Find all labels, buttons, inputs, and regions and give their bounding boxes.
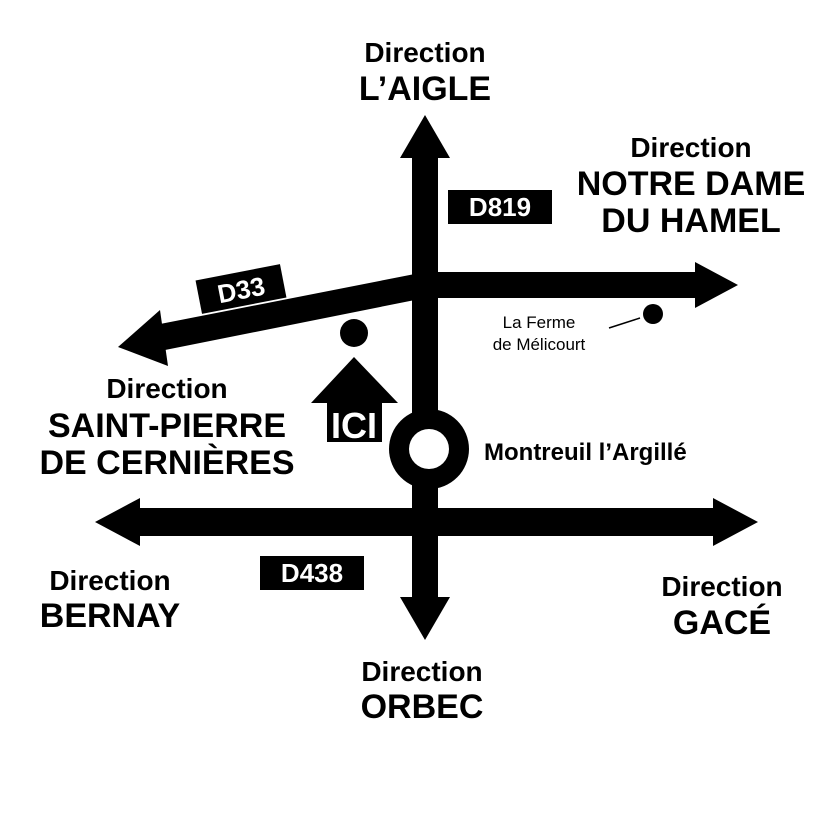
road-d33 xyxy=(118,272,425,366)
direction-west-line1: Direction xyxy=(106,373,227,404)
direction-south-line1: Direction xyxy=(361,656,482,687)
direction-south: Direction ORBEC xyxy=(361,656,484,726)
direction-northeast-line3: DU HAMEL xyxy=(601,202,780,240)
direction-north-line2: L’AIGLE xyxy=(359,70,491,108)
house-roof-icon xyxy=(311,357,398,403)
direction-west-line3: DE CERNIÈRES xyxy=(39,444,294,482)
ici-marker: ICI xyxy=(311,319,398,446)
road-label-d819-text: D819 xyxy=(469,192,531,222)
arrow-east-lower-icon xyxy=(713,498,758,546)
direction-northeast-line2: NOTRE DAME xyxy=(577,165,806,203)
roundabout-label: Montreuil l’Argillé xyxy=(484,439,687,466)
direction-southwest: Direction BERNAY xyxy=(40,565,181,635)
road-east-upper xyxy=(425,262,738,308)
direction-southeast-line1: Direction xyxy=(661,571,782,602)
road-label-d438: D438 xyxy=(260,556,364,590)
arrow-west-icon xyxy=(118,310,168,366)
direction-south-line2: ORBEC xyxy=(361,688,484,726)
arrow-south-icon xyxy=(400,597,450,640)
direction-north: Direction L’AIGLE xyxy=(359,37,491,108)
road-label-d819: D819 xyxy=(448,190,552,224)
direction-southwest-line2: BERNAY xyxy=(40,597,181,635)
direction-north-line1: Direction xyxy=(364,37,485,68)
ici-label: ICI xyxy=(331,405,377,446)
farm-label-line1: La Ferme xyxy=(503,313,576,332)
road-vertical xyxy=(400,115,450,640)
direction-southeast-line2: GACÉ xyxy=(673,604,771,642)
roundabout-icon xyxy=(389,409,469,489)
road-label-d438-text: D438 xyxy=(281,558,343,588)
arrow-west-lower-icon xyxy=(95,498,140,546)
road-label-d33: D33 xyxy=(195,264,287,314)
farm-dot-icon xyxy=(643,304,663,324)
direction-southeast: Direction GACÉ xyxy=(661,571,782,642)
farm-marker: La Ferme de Mélicourt xyxy=(493,304,663,354)
road-d438 xyxy=(95,498,758,546)
direction-northeast-line1: Direction xyxy=(630,132,751,163)
location-dot-icon xyxy=(340,319,368,347)
arrow-north-icon xyxy=(400,115,450,158)
direction-northeast: Direction NOTRE DAME DU HAMEL xyxy=(577,132,806,240)
direction-west-line2: SAINT-PIERRE xyxy=(48,407,286,445)
arrow-east-icon xyxy=(695,262,738,308)
direction-west: Direction SAINT-PIERRE DE CERNIÈRES xyxy=(39,373,294,482)
farm-label-line2: de Mélicourt xyxy=(493,335,586,354)
direction-southwest-line1: Direction xyxy=(49,565,170,596)
